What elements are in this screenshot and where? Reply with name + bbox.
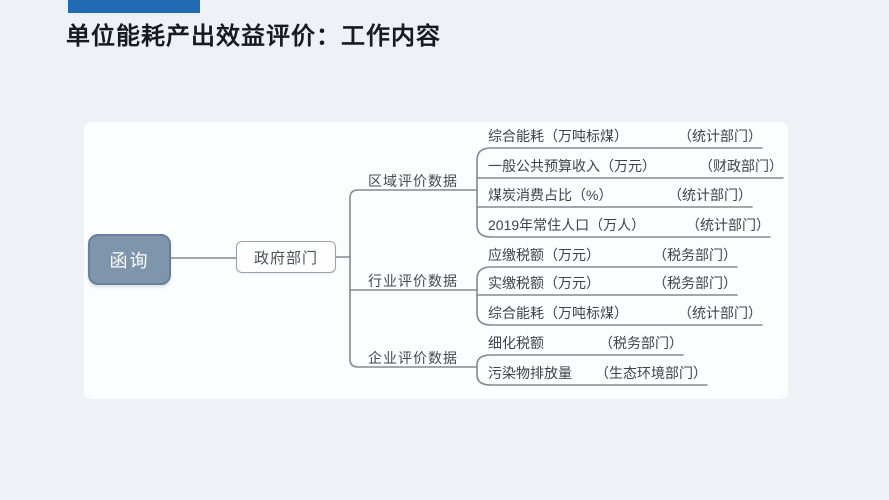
leaf-name: 一般公共预算收入（万元） xyxy=(488,158,656,174)
leaf-name: 综合能耗（万吨标煤） xyxy=(488,305,628,321)
leaf-name: 细化税额 xyxy=(488,335,544,351)
root-node-inquiry: 函询 xyxy=(88,234,171,285)
leaf-department: （税务部门） xyxy=(653,247,737,263)
title-accent-bar xyxy=(68,0,200,13)
branch-label-region: 区域评价数据 xyxy=(368,173,458,189)
branch-label-industry: 行业评价数据 xyxy=(368,273,458,289)
leaf-department: （统计部门） xyxy=(678,128,762,144)
leaf-name: 实缴税额（万元） xyxy=(488,275,600,291)
leaf-name: 污染物排放量 xyxy=(488,365,572,381)
leaf-department: （生态环境部门） xyxy=(595,365,707,381)
leaf-name: 综合能耗（万吨标煤） xyxy=(488,128,628,144)
leaf-item: 污染物排放量 （生态环境部门） xyxy=(488,365,707,383)
leaf-name: 应缴税额（万元） xyxy=(488,247,600,263)
leaf-item: 实缴税额（万元） （税务部门） xyxy=(488,275,737,293)
slide-title: 单位能耗产出效益评价：工作内容 xyxy=(66,23,441,50)
leaf-item: 应缴税额（万元） （税务部门） xyxy=(488,247,737,265)
leaf-department: （税务部门） xyxy=(653,275,737,291)
leaf-item: 煤炭消费占比（%） （统计部门） xyxy=(488,187,752,205)
leaf-item: 综合能耗（万吨标煤） （统计部门） xyxy=(488,305,762,323)
leaf-department: （财政部门） xyxy=(699,158,783,174)
leaf-department: （统计部门） xyxy=(686,217,770,233)
diagram-panel xyxy=(84,122,788,399)
branch-label-enterprise: 企业评价数据 xyxy=(368,350,458,366)
leaf-item: 一般公共预算收入（万元） （财政部门） xyxy=(488,158,783,176)
leaf-name: 煤炭消费占比（%） xyxy=(488,187,613,203)
leaf-department: （统计部门） xyxy=(668,187,752,203)
leaf-item: 细化税额 （税务部门） xyxy=(488,335,683,353)
leaf-department: （税务部门） xyxy=(599,335,683,351)
hub-node-government: 政府部门 xyxy=(236,241,336,273)
leaf-item: 综合能耗（万吨标煤） （统计部门） xyxy=(488,128,762,146)
leaf-name: 2019年常住人口（万人） xyxy=(488,217,646,233)
leaf-department: （统计部门） xyxy=(678,305,762,321)
leaf-item: 2019年常住人口（万人） （统计部门） xyxy=(488,217,770,235)
